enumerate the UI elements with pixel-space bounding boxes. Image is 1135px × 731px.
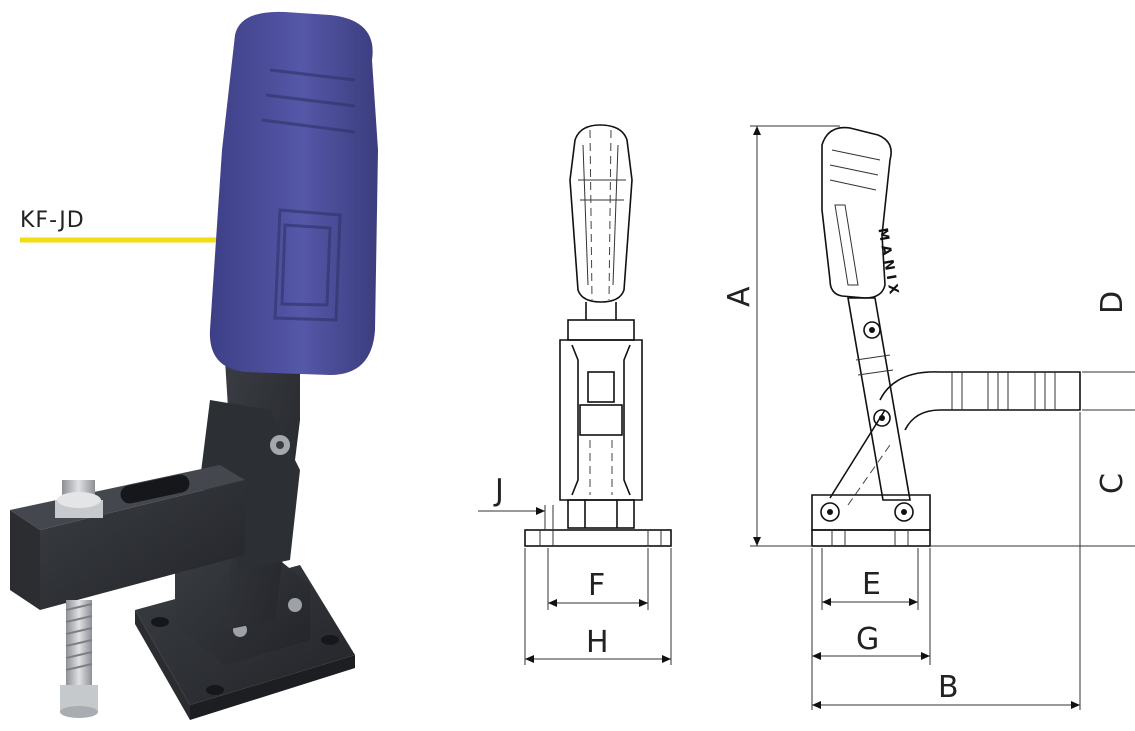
dim-label-g: G <box>856 622 879 657</box>
dim-label-f: F <box>588 568 605 603</box>
side-view: M A N I X <box>722 125 1135 710</box>
dim-label-h: H <box>586 625 609 660</box>
dim-label-e: E <box>862 567 881 602</box>
dim-label-d: D <box>1095 291 1130 314</box>
dim-label-c: C <box>1095 473 1130 494</box>
dim-label-j: J <box>493 473 504 508</box>
dim-label-b: B <box>938 670 959 705</box>
product-render <box>10 11 378 720</box>
callout-label: KF-JD <box>20 208 85 233</box>
front-view: J F H <box>478 124 672 665</box>
dim-label-a: A <box>722 286 757 307</box>
brand-text: M A N I X <box>874 227 900 295</box>
